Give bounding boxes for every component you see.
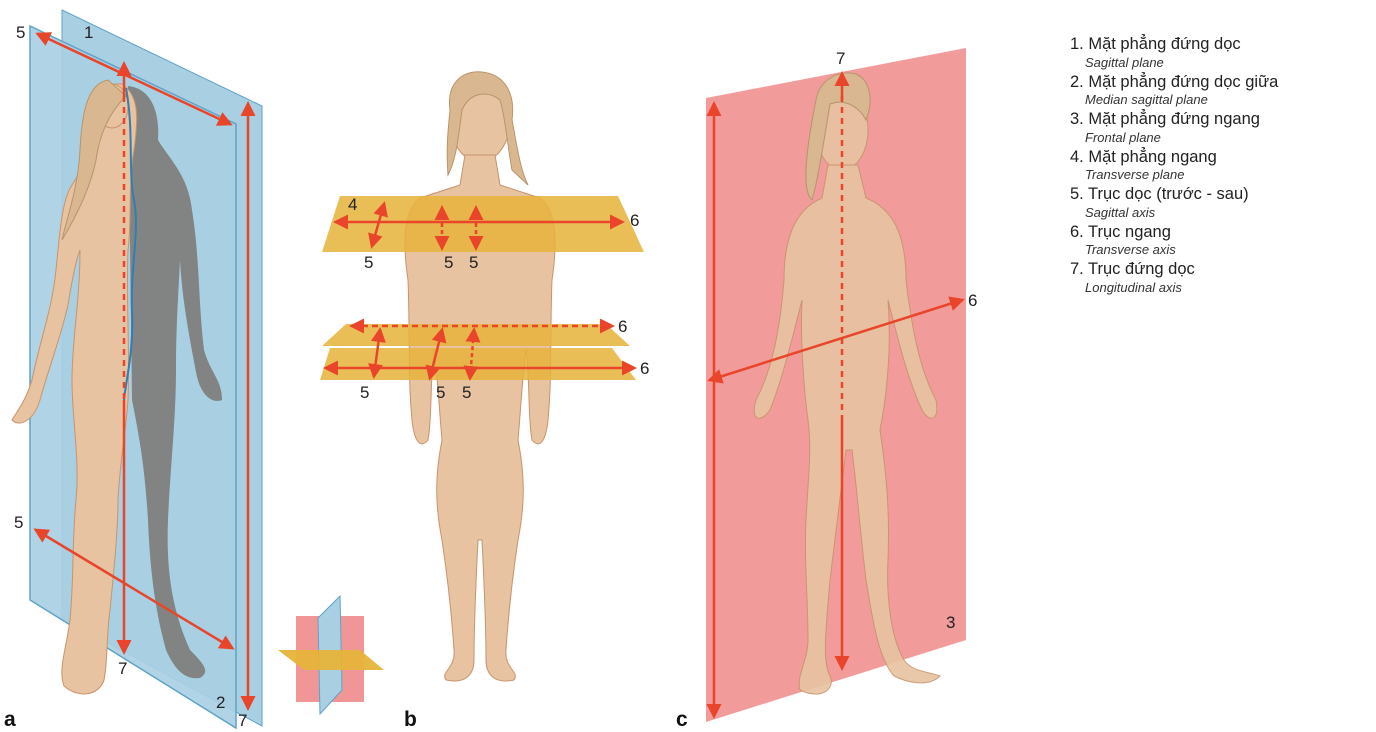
legend-en: Sagittal plane xyxy=(1085,56,1370,69)
transverse-plane-lower-2 xyxy=(320,348,636,380)
label-b-upper-5c: 5 xyxy=(469,253,478,272)
label-b-lower-5b: 5 xyxy=(436,383,445,402)
transverse-plane-upper xyxy=(322,196,644,252)
legend-vi: 6. Trục ngang xyxy=(1070,224,1370,241)
label-a-top-5: 5 xyxy=(16,23,25,42)
planes-orientation-icon xyxy=(278,596,384,714)
legend-vi: 7. Trục đứng dọc xyxy=(1070,261,1370,278)
legend-en: Transverse plane xyxy=(1085,168,1370,181)
legend-vi: 1. Mặt phẳng đứng dọc xyxy=(1070,36,1370,53)
panel-label-a: a xyxy=(4,708,16,731)
label-c-right-6: 6 xyxy=(968,291,977,310)
panel-c: 7 6 3 c xyxy=(676,48,977,731)
label-a-bottom-2: 2 xyxy=(216,693,225,712)
panel-a: 5 1 5 7 2 7 a xyxy=(4,10,262,731)
transverse-plane-lower-1 xyxy=(322,324,630,346)
panel-label-c: c xyxy=(676,708,688,731)
legend-item: 5. Trục dọc (trước - sau) Sagittal axis xyxy=(1070,186,1370,219)
label-b-lower-6b: 6 xyxy=(640,359,649,378)
panel-b: 4 6 5 5 5 6 6 5 5 5 b xyxy=(320,72,649,731)
legend-vi: 3. Mặt phẳng đứng ngang xyxy=(1070,111,1370,128)
legend-en: Median sagittal plane xyxy=(1085,93,1370,106)
label-b-lower-5c: 5 xyxy=(462,383,471,402)
legend-en: Frontal plane xyxy=(1085,131,1370,144)
label-b-lower-5a: 5 xyxy=(360,383,369,402)
label-a-mid-5: 5 xyxy=(14,513,23,532)
label-a-bottom-7: 7 xyxy=(118,659,127,678)
label-c-bottom-3: 3 xyxy=(946,613,955,632)
panel-label-b: b xyxy=(404,708,417,731)
label-b-upper-6: 6 xyxy=(630,211,639,230)
label-b-upper-5b: 5 xyxy=(444,253,453,272)
label-b-upper-5a: 5 xyxy=(364,253,373,272)
label-c-top-7: 7 xyxy=(836,49,845,68)
label-a-top-1: 1 xyxy=(84,23,93,42)
legend-vi: 2. Mặt phẳng đứng dọc giữa xyxy=(1070,74,1370,91)
legend-en: Longitudinal axis xyxy=(1085,281,1370,294)
label-b-lower-6a: 6 xyxy=(618,317,627,336)
legend-en: Transverse axis xyxy=(1085,243,1370,256)
label-a-bottom-7b: 7 xyxy=(238,711,247,730)
label-b-upper-4: 4 xyxy=(348,195,357,214)
legend-vi: 5. Trục dọc (trước - sau) xyxy=(1070,186,1370,203)
legend-en: Sagittal axis xyxy=(1085,206,1370,219)
legend-vi: 4. Mặt phẳng ngang xyxy=(1070,149,1370,166)
